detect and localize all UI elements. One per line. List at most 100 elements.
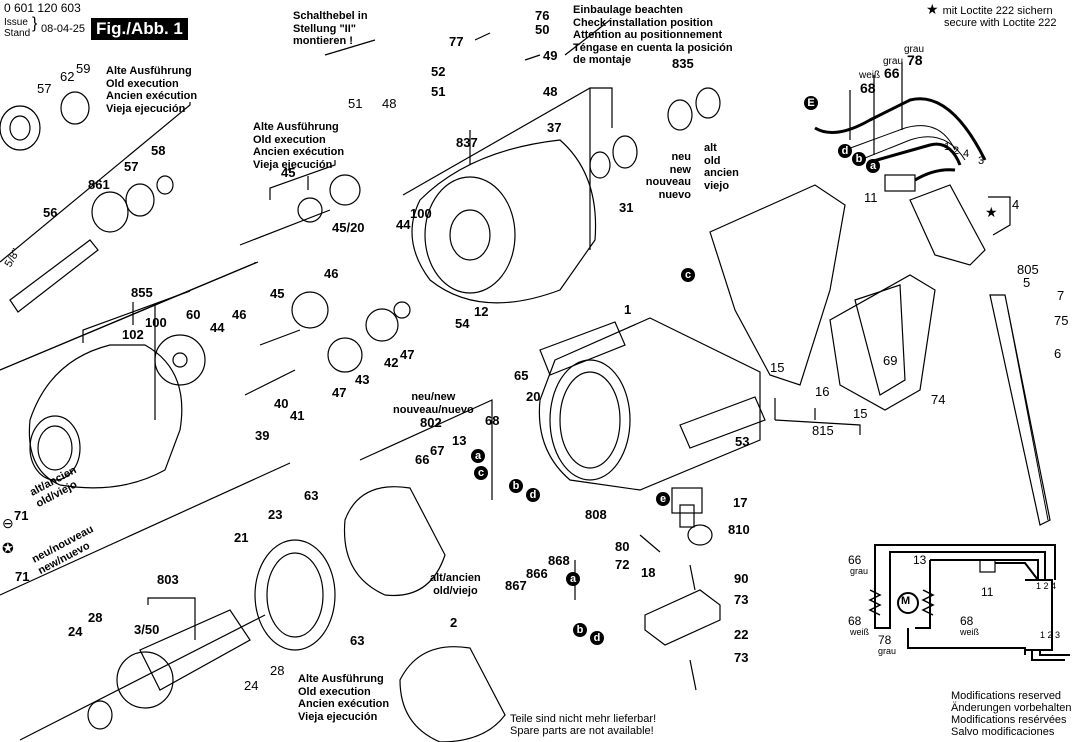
part-58: 58 <box>151 143 166 158</box>
part-76: 76 <box>535 8 550 23</box>
part-59: 59 <box>76 61 91 76</box>
part-80: 80 <box>615 539 630 554</box>
wire-badge-E: E <box>804 96 818 110</box>
part-56: 56 <box>43 205 58 220</box>
wire-badge-a: a <box>866 159 880 173</box>
part-835: 835 <box>672 56 694 71</box>
slotted-screw-icon: ⊖ <box>2 515 14 531</box>
part-50: 50 <box>535 22 550 37</box>
part-805: 805 <box>1017 262 1039 277</box>
part-46: 46 <box>324 266 339 281</box>
wire-78-color: grau <box>904 44 925 55</box>
wire-harness <box>814 97 987 161</box>
frame-left-top <box>0 102 191 263</box>
part-47: 47 <box>400 347 415 362</box>
part-866: 866 <box>526 566 548 581</box>
part-21: 21 <box>234 530 249 545</box>
part-102: 102 <box>122 327 144 342</box>
part-73: 73 <box>734 592 749 607</box>
new-802-note: neu/new nouveau/nuevo <box>393 391 474 416</box>
part-5: 5 <box>1023 275 1031 290</box>
schematic-66-color: grau <box>850 566 869 576</box>
part-72: 72 <box>615 557 630 572</box>
part-13: 13 <box>452 433 467 448</box>
wire-badge-b-low: b <box>573 623 587 637</box>
schematic-68-right-color: weiß <box>960 627 980 637</box>
terminal-2: 2 <box>953 145 960 157</box>
part-57: 57 <box>37 81 52 96</box>
part-49: 49 <box>543 48 558 63</box>
part-48: 48 <box>543 84 558 99</box>
armature-3-50 <box>139 609 251 691</box>
part-44: 44 <box>396 217 411 232</box>
part-44: 44 <box>210 320 225 335</box>
schematic-68-right: 68 <box>960 614 974 628</box>
schematic-13: 13 <box>913 553 927 567</box>
part-40: 40 <box>274 396 289 411</box>
part-62: 62 <box>60 69 75 84</box>
part-7: 7 <box>1057 288 1065 303</box>
switch-4 <box>909 184 986 266</box>
issue-date: 08-04-25 <box>41 23 86 35</box>
cover-22 <box>644 589 721 646</box>
part-67: 67 <box>430 443 445 458</box>
part-24: 24 <box>68 624 83 639</box>
part-65: 65 <box>514 368 529 383</box>
issue-label: Issue <box>4 17 28 28</box>
part-28: 28 <box>88 610 103 625</box>
part-12: 12 <box>474 304 489 319</box>
part-number: 0 601 120 603 <box>4 1 81 15</box>
gear-60 <box>154 334 206 386</box>
loctite-note: ★mit Loctite 222 sichern secure with Loc… <box>926 1 1057 29</box>
part-15: 15 <box>770 360 785 375</box>
part-11: 11 <box>864 190 878 205</box>
wire-badge-b-mid: b <box>509 479 523 493</box>
part-46: 46 <box>232 307 247 322</box>
part-45: 45 <box>270 286 285 301</box>
part-3-50: 3/50 <box>134 622 160 637</box>
part-52: 52 <box>431 64 446 79</box>
part-4: 4 <box>1012 197 1020 212</box>
part-855: 855 <box>131 285 153 300</box>
part-868: 868 <box>548 553 570 568</box>
part-71: 71 <box>14 508 29 523</box>
wire-badge-d: d <box>838 144 852 158</box>
part-1: 1 <box>624 302 632 317</box>
part-66: 66 <box>415 452 430 467</box>
part-77: 77 <box>449 34 464 49</box>
bearing-flange-837 <box>411 139 597 304</box>
stand-label: Stand <box>4 28 31 39</box>
wire-badge-c-top: c <box>681 268 695 282</box>
spindle-56 <box>9 239 99 313</box>
part-90: 90 <box>734 571 749 586</box>
part-69: 69 <box>883 353 898 368</box>
schematic-switch-bottom: 1 2 3 <box>1040 630 1061 640</box>
bracket-855-lines <box>82 290 191 343</box>
brace: } <box>32 15 38 32</box>
part-6: 6 <box>1054 346 1062 361</box>
part-808: 808 <box>585 507 607 522</box>
part-41: 41 <box>290 408 305 423</box>
part-15: 15 <box>853 406 868 421</box>
field-coil-802 <box>343 486 446 597</box>
schematic-11: 11 <box>981 585 994 599</box>
part-78: 78 <box>907 52 923 68</box>
old-execution-note-1: Alte Ausführung Old execution Ancien exé… <box>106 65 198 115</box>
part-22: 22 <box>734 627 749 642</box>
part-2: 2 <box>450 615 458 630</box>
star-icon: ★ <box>926 1 939 17</box>
part-100: 100 <box>410 206 432 221</box>
part-42: 42 <box>384 355 399 370</box>
motor-symbol: M <box>901 595 911 607</box>
part-39: 39 <box>255 428 270 443</box>
part-28: 28 <box>270 663 285 678</box>
part-53: 53 <box>735 434 750 449</box>
part-18: 18 <box>641 565 656 580</box>
old-execution-note-2: Alte Ausführung Old execution Ancien exé… <box>253 121 345 171</box>
gear-housing-855 <box>28 344 183 489</box>
part-815: 815 <box>812 423 834 438</box>
old-835-note: alt old ancien viejo <box>704 142 739 192</box>
modifications-note: Modifications reserved Änderungen vorbeh… <box>951 690 1072 738</box>
frame-line-left <box>0 261 259 371</box>
